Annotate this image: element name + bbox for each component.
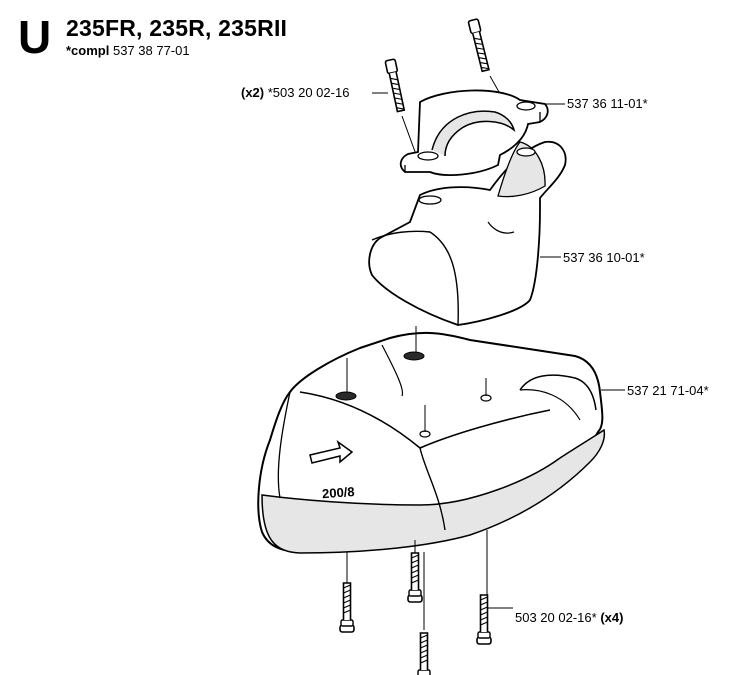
upper-bolt-qty: (x2) [241, 85, 265, 100]
label-clamp-lower: 537 36 10-01* [563, 250, 645, 265]
label-clamp-upper: 537 36 11-01* [567, 96, 648, 111]
model-title: 235FR, 235R, 235RII [66, 15, 288, 41]
guard-embossed-text: 200/8 [322, 484, 356, 501]
complete-kit-number: *compl 537 38 77-01 [66, 43, 190, 58]
upper-bolt-number: *503 20 02-16 [267, 85, 350, 100]
lower-bolt-4 [416, 632, 432, 675]
compl-prefix: *compl [66, 43, 110, 58]
compl-number: 537 38 77-01 [112, 43, 190, 58]
label-upper-bolt: (x2) *503 20 02-16 [241, 85, 349, 100]
lower-clamp [368, 140, 567, 326]
label-guard: 537 21 71-04* [627, 383, 709, 398]
upper-bolt-right [467, 17, 492, 73]
label-lower-bolt: 503 20 02-16* (x4) [515, 610, 623, 625]
lower-bolt-1 [339, 582, 355, 633]
lower-bolt-qty: (x4) [600, 610, 624, 625]
lower-bolt-3 [476, 594, 492, 645]
upper-bolt-left [384, 58, 407, 113]
trimmer-guard: 200/8 [257, 331, 606, 554]
lower-bolt-2 [407, 552, 423, 603]
upper-clamp [399, 89, 549, 176]
lower-bolt-number: 503 20 02-16* [515, 610, 597, 625]
section-letter: U [18, 11, 52, 63]
